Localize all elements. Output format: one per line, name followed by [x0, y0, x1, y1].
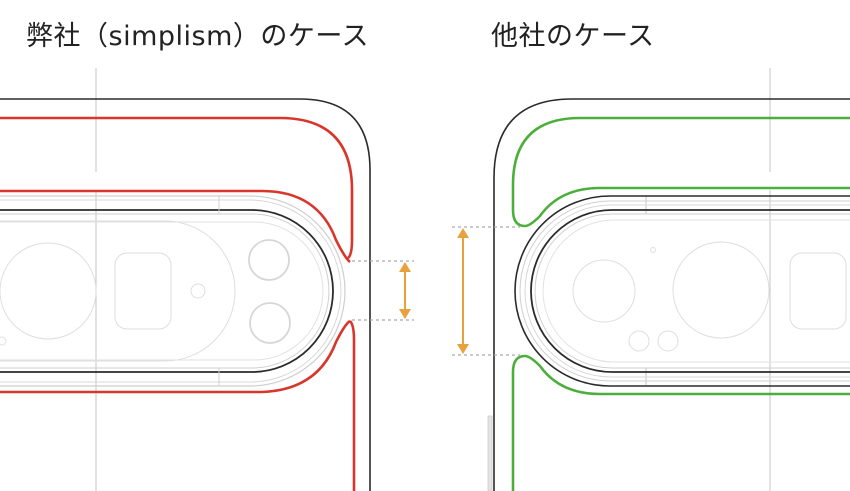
arrow-down-icon: [399, 309, 411, 319]
title-other-case: 他社のケース: [491, 21, 655, 52]
camera-bar: [0, 195, 346, 387]
camera-bar: [514, 195, 850, 387]
title-simplism-case: 弊社（simplism）のケース: [26, 21, 370, 52]
guide-lines: [645, 68, 771, 491]
phone-body-outline: [0, 98, 371, 491]
arrow-down-icon: [457, 344, 469, 354]
phone-body-outline: [493, 98, 850, 491]
side-button: [487, 415, 493, 491]
arrow-up-icon: [399, 262, 411, 272]
opening-dimension-simplism: [352, 260, 414, 321]
arrow-up-icon: [457, 228, 469, 238]
simplism-case-outline: [0, 116, 356, 491]
panel-other: [452, 68, 850, 491]
panel-simplism: [0, 68, 414, 491]
other-case-outline: [511, 116, 850, 491]
opening-dimension-other: [452, 226, 520, 356]
